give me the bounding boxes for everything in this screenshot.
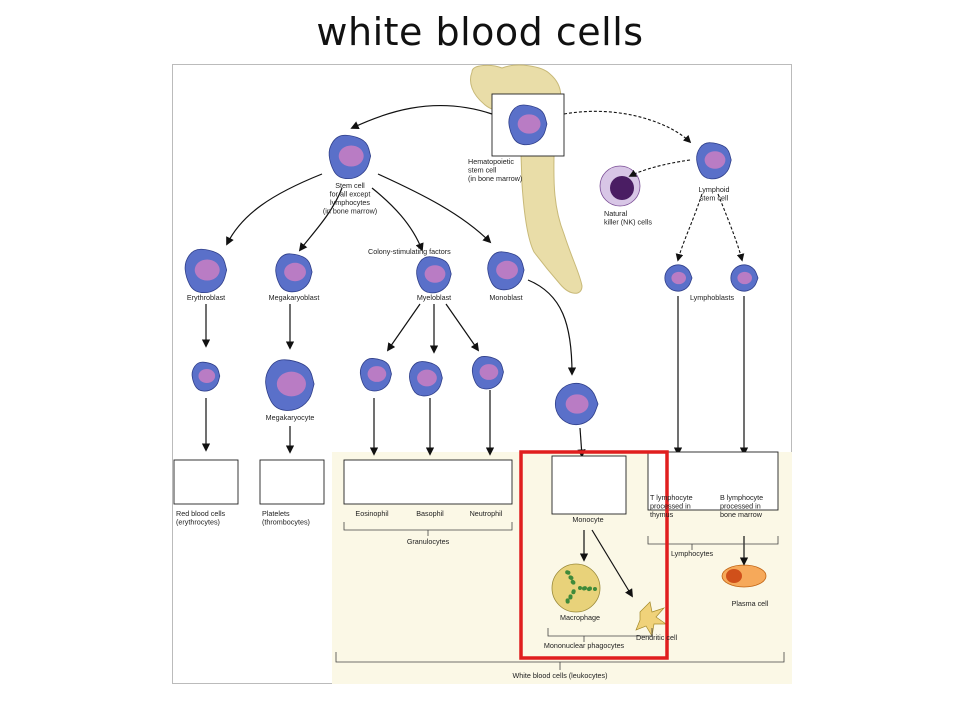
monoblast-cell (487, 251, 525, 291)
label-wbc: White blood cells (leukocytes) (512, 671, 607, 680)
rbc-box (173, 459, 239, 505)
macrophage-cell (551, 563, 601, 613)
erythroblast-cell (184, 248, 228, 294)
plasma-cell (721, 564, 767, 588)
arrow-myelo-3 (445, 303, 480, 352)
label-megakaryoblast: Megakaryoblast (269, 293, 320, 302)
arrow-mono-dendritic (591, 529, 633, 598)
label-csf: Colony-stimulating factors (368, 247, 451, 256)
label-lymphoblasts: Lymphoblasts (690, 293, 734, 302)
lymphocytes-bracket (647, 536, 779, 550)
arrow-stem-erythro (226, 173, 323, 246)
myelocyte-cell-3 (471, 356, 504, 390)
label-eosinophil: Eosinophil (355, 509, 389, 518)
label-monocyte: Monocyte (572, 515, 603, 524)
myelocyte-cell-1 (359, 358, 392, 392)
nk-cell (599, 165, 641, 207)
granulocyte-box (343, 459, 513, 505)
arrow-lymphoid-lb2 (717, 193, 745, 262)
granulocytes-bracket (343, 522, 513, 536)
stem-cell (328, 134, 372, 180)
slide-title: white blood cells (316, 10, 644, 54)
arrow-lymphoid-nk (628, 159, 691, 177)
megakaryoblast-cell (275, 253, 313, 293)
label-platelets: Platelets(thrombocytes) (262, 509, 310, 527)
label-neutrophil: Neutrophil (470, 509, 503, 518)
lymphoid-stem-cell (696, 142, 732, 180)
lymphocyte-box (647, 451, 779, 511)
wbc-bracket (335, 652, 785, 670)
lymphoblast-cell-2 (730, 264, 759, 292)
label-myeloblast: Myeloblast (417, 293, 451, 302)
arrow-stem-mega (298, 187, 343, 252)
arrow-stem-mono (377, 173, 492, 244)
label-plasma: Plasma cell (732, 599, 769, 608)
platelets-box (259, 459, 325, 505)
arrow-stem-myelo (371, 187, 424, 252)
label-rbc: Red blood cells(erythrocytes) (176, 509, 226, 527)
megakaryocyte-cell (265, 359, 315, 411)
lymphoblast-cell-1 (664, 264, 693, 292)
monocyte-highlight-box (519, 450, 669, 660)
myelocyte-cell-2 (409, 361, 443, 397)
mono-phago-bracket (547, 628, 653, 642)
hsc-cell (508, 104, 548, 146)
arrow-hsc-stem (350, 104, 493, 130)
monocyte-box (551, 455, 627, 515)
label-erythroblast: Erythroblast (187, 293, 225, 302)
arrow-monoblast-mono (527, 279, 577, 376)
label-monoblast: Monoblast (489, 293, 522, 302)
myeloblast-cell (416, 256, 452, 294)
label-megakaryocyte: Megakaryocyte (266, 413, 315, 422)
promonocyte-cell (554, 382, 599, 426)
dendritic-cell (635, 601, 668, 637)
erythroblast-late-cell (191, 361, 221, 392)
label-macrophage: Macrophage (560, 613, 600, 622)
label-lymphocytes: Lymphocytes (671, 549, 713, 558)
label-mono-phago: Mononuclear phagocytes (544, 641, 625, 650)
arrow-lymphoid-lb1 (675, 193, 703, 262)
label-dendritic: Dendritic cell (636, 633, 678, 642)
label-granulocytes: Granulocytes (407, 537, 450, 546)
arrow-myelo-1 (386, 303, 421, 352)
label-basophil: Basophil (416, 509, 444, 518)
